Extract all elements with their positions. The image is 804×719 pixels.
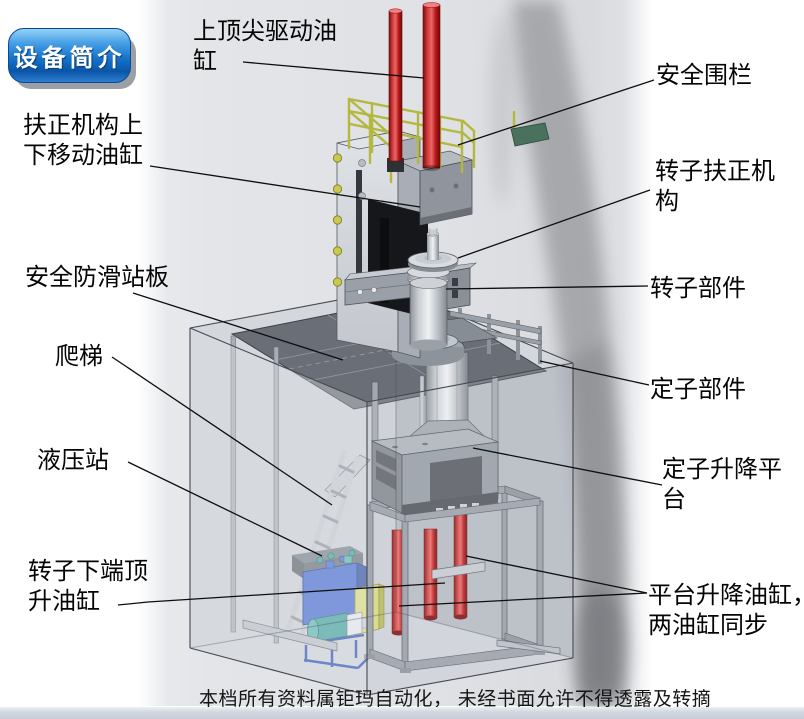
inner-post xyxy=(273,346,279,644)
bottom-bar xyxy=(0,707,804,719)
box-front-left-face xyxy=(190,328,367,695)
label-rotor-bottom-jack-cylinder: 转子下端顶 升油缸 xyxy=(28,559,148,615)
label-safety-fence: 安全围栏 xyxy=(656,63,752,89)
rotor-graphic xyxy=(407,226,459,351)
label-straightening-updown-cylinder: 扶正机构上 下移动油缸 xyxy=(23,113,143,169)
top-drive-cylinders xyxy=(387,2,441,172)
box-front-right-face xyxy=(367,363,573,695)
label-rotor-straightening-mechanism: 转子扶正机 构 xyxy=(655,159,775,215)
floor-beam xyxy=(242,619,338,652)
leader-lines xyxy=(111,61,663,607)
step-bar xyxy=(431,561,486,580)
label-hydraulic-station: 液压站 xyxy=(37,448,109,474)
footer-disclaimer: 本档所有资料属钜玛自动化， 未经书面允许不得透露及转摘 xyxy=(199,689,712,710)
label-stator-lift-platform: 定子升降平 台 xyxy=(662,457,782,513)
label-ladder: 爬梯 xyxy=(55,344,103,370)
label-anti-slip-platform: 安全防滑站板 xyxy=(25,265,169,291)
label-platform-lift-cylinders: 平台升降油缸， 两油缸同步 xyxy=(648,583,804,639)
label-top-center-drive-cylinder: 上顶尖驱动油 缸 xyxy=(193,19,337,75)
floor-beam xyxy=(496,639,561,655)
green-plate xyxy=(510,122,550,147)
stator-lift-platform-graphic xyxy=(370,428,500,516)
section-badge: 设备简介 xyxy=(8,28,131,83)
lift-cage-front xyxy=(364,497,545,673)
label-rotor-part: 转子部件 xyxy=(650,276,746,302)
label-stator-part: 定子部件 xyxy=(650,377,746,403)
inner-post xyxy=(230,335,236,633)
